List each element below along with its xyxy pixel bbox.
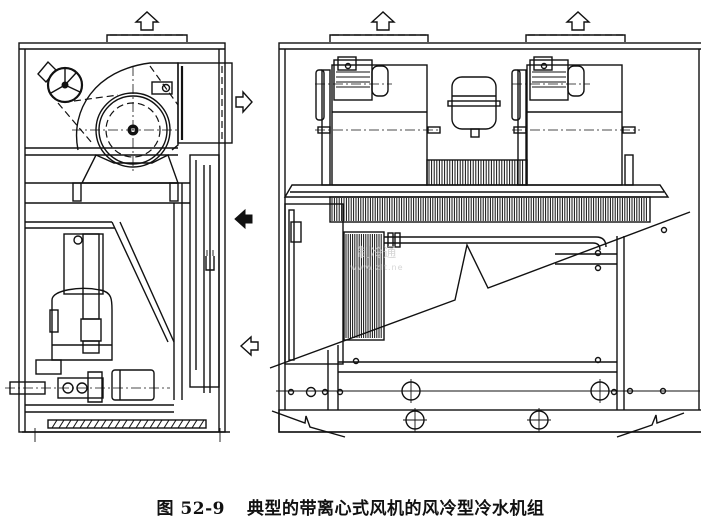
airflow-up-arrow-icon (370, 11, 396, 31)
side-top-hood (106, 34, 188, 42)
fin-line (156, 419, 163, 429)
airflow-up-arrow-icon (565, 11, 591, 31)
water-pump (57, 377, 104, 399)
fan-housing-right (526, 64, 623, 186)
discharge-pipe (82, 233, 100, 320)
fin-line (100, 419, 107, 429)
side-view (5, 11, 259, 442)
watermark-text: 制冷通 (357, 246, 397, 261)
front-base-rail (278, 409, 701, 433)
filter-drier (205, 256, 215, 271)
airflow-right-arrow-icon (235, 90, 253, 114)
expansion-tank (451, 76, 497, 130)
fin-line (65, 419, 72, 429)
fan-pulley-right (511, 69, 521, 121)
coil-fins (428, 160, 524, 185)
fin-line (72, 419, 79, 429)
fin-line (163, 419, 170, 429)
chiller-unit-drawing (5, 11, 701, 442)
fin-line (58, 419, 65, 429)
airflow-intake-arrow-icon (239, 335, 259, 357)
fin-line (191, 419, 198, 429)
fin-line (107, 419, 114, 429)
fin-line (170, 419, 177, 429)
fan-discharge-duct (177, 62, 233, 144)
coil-fins (331, 198, 647, 221)
condenser-coil-main (329, 196, 651, 223)
fin-line (135, 419, 142, 429)
drive-motor-pulley (46, 66, 84, 104)
fin-line (177, 419, 184, 429)
pump-motor (111, 369, 155, 401)
coil-fins (345, 234, 382, 338)
figure-title: 典型的带离心式风机的风冷型冷水机组 (246, 499, 545, 519)
fin-line (114, 419, 121, 429)
drain-pan (283, 184, 670, 198)
fin-line (86, 419, 93, 429)
fin-line (93, 419, 100, 429)
drive-motor-terminal-box (37, 60, 57, 84)
fin-line (121, 419, 128, 429)
belt-tensioner (151, 81, 173, 95)
front-view (269, 11, 701, 438)
compressor (51, 287, 113, 361)
fin-line (184, 419, 191, 429)
fin-line (79, 419, 86, 429)
fin-line (51, 419, 58, 429)
base-hatching (51, 419, 205, 429)
fin-line (142, 419, 149, 429)
fan-scroll-housing (75, 62, 179, 151)
watermark-url: www.zlt.ne (350, 263, 404, 272)
fan-motor-right (529, 59, 569, 101)
fan-pulley-left (315, 69, 325, 121)
airflow-up-arrow-icon (134, 11, 160, 31)
cutaway-break-line (269, 211, 691, 369)
refrigerant-pipe (384, 236, 607, 248)
fin-line (198, 419, 205, 429)
figure-number: 图 52-9 (156, 499, 225, 519)
figure-caption: 图 52-9 典型的带离心式风机的风冷型冷水机组 (0, 494, 701, 519)
fan-housing-left (331, 64, 428, 186)
airflow-intake-arrow-icon (234, 208, 253, 230)
control-box (284, 203, 344, 365)
fin-line (128, 419, 135, 429)
fin-line (149, 419, 156, 429)
service-valve (35, 359, 62, 375)
watermark: 制冷通 www.zlt.ne (350, 247, 404, 275)
fan-motor-left (333, 59, 373, 101)
fan-pedestal (80, 154, 179, 184)
